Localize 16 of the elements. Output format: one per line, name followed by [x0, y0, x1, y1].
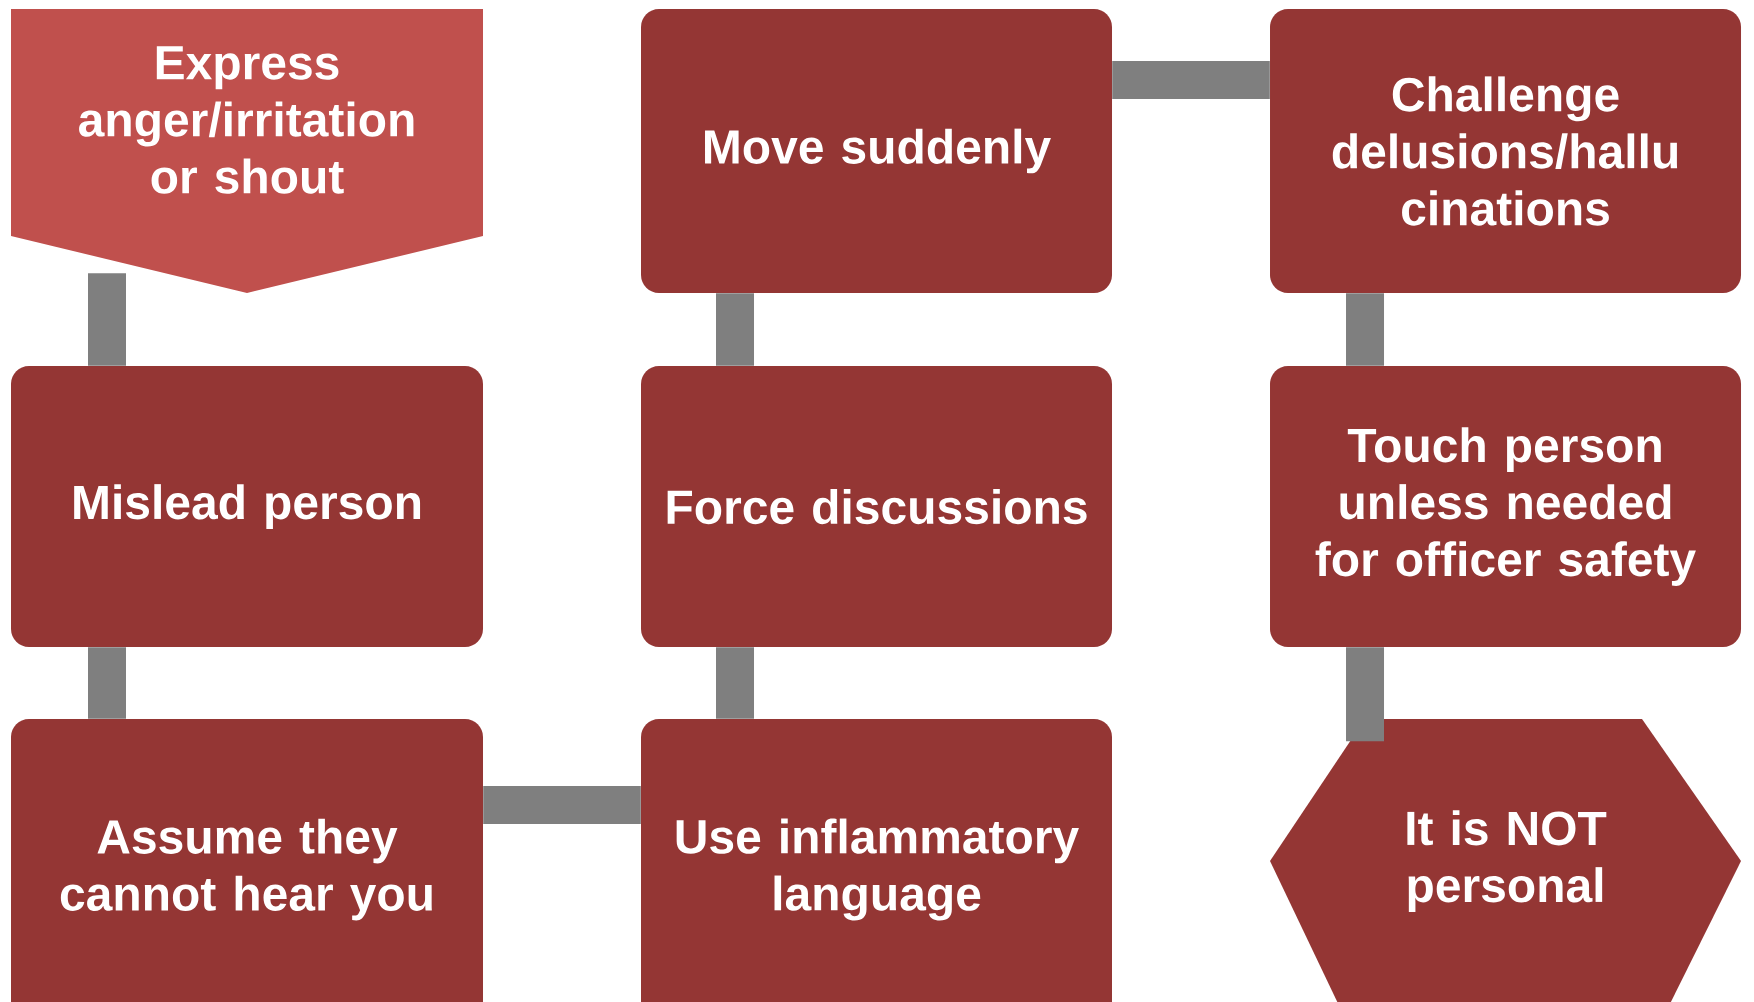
- process-box: Assume they cannot hear you: [11, 719, 483, 1002]
- process-box: Mislead person: [11, 366, 483, 647]
- connector-bar: [88, 273, 126, 366]
- connector-bar: [1346, 647, 1384, 742]
- connector-bar: [716, 647, 754, 719]
- connector-bar: [88, 647, 126, 719]
- process-box: Challenge delusions/hallu cinations: [1270, 9, 1741, 293]
- connector-bar: [483, 786, 641, 824]
- hexagon-box: It is NOT personal: [1270, 719, 1741, 1002]
- process-box: Use inflammatory language: [641, 719, 1112, 1002]
- process-box: Force discussions: [641, 366, 1112, 647]
- process-box: Touch person unless needed for officer safety: [1270, 366, 1741, 647]
- process-box: Move suddenly: [641, 9, 1112, 293]
- connector-bar: [716, 293, 754, 366]
- connector-bar: [1112, 61, 1270, 99]
- connector-bar: [1346, 293, 1384, 366]
